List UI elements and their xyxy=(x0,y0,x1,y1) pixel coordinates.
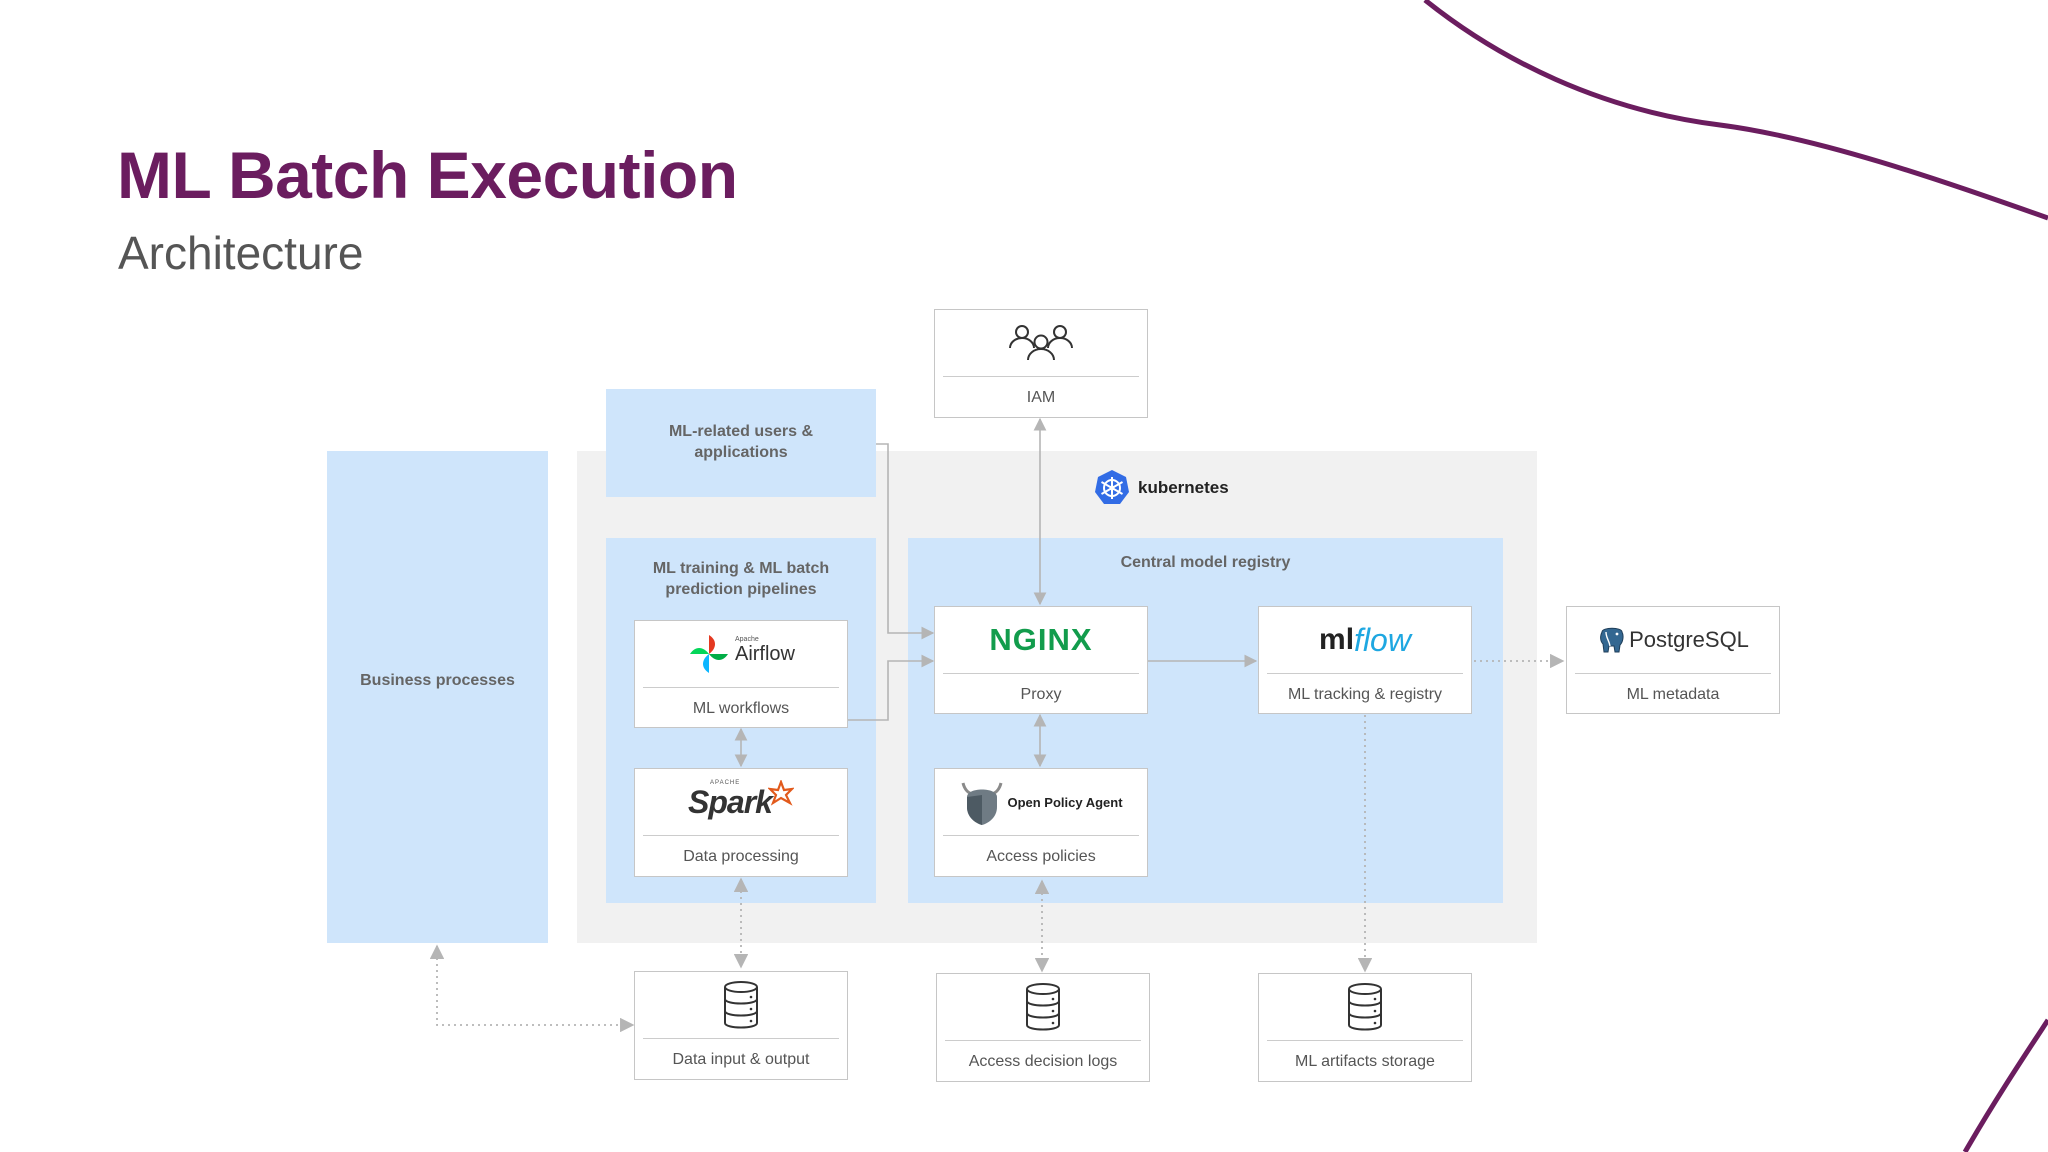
iam-divider xyxy=(943,376,1139,377)
airflow-logo: Apache Airflow xyxy=(635,621,847,687)
artifacts-caption: ML artifacts storage xyxy=(1295,1053,1435,1070)
access-logs-node: Access decision logs xyxy=(936,973,1150,1082)
postgres-divider xyxy=(1575,673,1771,674)
mlflow-caption: ML tracking & registry xyxy=(1287,686,1443,703)
spark-star-icon xyxy=(767,780,794,806)
opa-viking-icon xyxy=(961,782,1003,825)
mlflow-logo-ml: ml xyxy=(1319,623,1355,656)
mlflow-logo: ml flow xyxy=(1259,607,1471,673)
database-icon xyxy=(724,981,758,1029)
postgres-node: PostgreSQL ML metadata xyxy=(1566,606,1780,714)
nginx-divider xyxy=(943,673,1139,674)
business-processes-region: Business processes xyxy=(327,451,548,943)
data-io-logo xyxy=(635,972,847,1038)
database-icon xyxy=(1026,983,1060,1031)
access-logs-divider xyxy=(945,1040,1141,1041)
postgres-logo-text: PostgreSQL xyxy=(1629,627,1749,652)
spark-logo: APACHE Spark xyxy=(635,769,847,835)
spark-node: APACHE Spark Data processing xyxy=(634,768,848,877)
slide-title: ML Batch Execution xyxy=(117,138,738,212)
airflow-logo-text: Airflow xyxy=(734,642,795,665)
opa-divider xyxy=(943,835,1139,836)
spark-apache-label: APACHE xyxy=(710,779,741,786)
iam-caption: IAM xyxy=(1026,389,1056,406)
users-icon xyxy=(1009,325,1073,361)
spark-logo-text: Spark xyxy=(688,783,773,820)
iam-node: IAM xyxy=(934,309,1148,418)
artifacts-divider xyxy=(1267,1040,1463,1041)
business-processes-label: Business processes xyxy=(360,672,515,689)
kubernetes-label: kubernetes xyxy=(1138,478,1229,497)
nginx-caption: Proxy xyxy=(1020,686,1062,703)
airflow-divider xyxy=(643,687,839,688)
artifacts-logo xyxy=(1259,974,1471,1040)
data-io-caption: Data input & output xyxy=(672,1051,810,1068)
top-right-curve xyxy=(1423,0,2048,221)
spark-caption: Data processing xyxy=(683,848,799,865)
slide-subtitle: Architecture xyxy=(118,227,364,279)
ml-users-region: ML-related users & applications xyxy=(606,389,876,497)
airflow-node: Apache Airflow ML workflows xyxy=(634,620,848,728)
data-io-divider xyxy=(643,1038,839,1039)
airflow-apache-label: Apache xyxy=(734,635,759,643)
opa-logo-text: Open Policy Agent xyxy=(1007,794,1123,810)
opa-caption: Access policies xyxy=(986,848,1096,865)
database-icon xyxy=(1348,983,1382,1031)
airflow-caption: ML workflows xyxy=(692,700,790,717)
kubernetes-icon xyxy=(1095,470,1129,504)
ml-pipelines-label: ML training & ML batch prediction pipeli… xyxy=(652,560,830,598)
business-data-io-arrow xyxy=(429,944,635,1033)
data-io-node: Data input & output xyxy=(634,971,848,1080)
spark-divider xyxy=(643,835,839,836)
iam-logo xyxy=(935,310,1147,376)
users-nginx-arrow xyxy=(876,443,935,640)
kubernetes-logo: kubernetes xyxy=(1092,468,1229,508)
bottom-right-curve xyxy=(1962,1018,2048,1152)
postgres-caption: ML metadata xyxy=(1626,686,1720,703)
airflow-nginx-arrow xyxy=(848,654,935,721)
nginx-logo: NGINX xyxy=(935,607,1147,673)
access-logs-logo xyxy=(937,974,1149,1040)
ml-users-label: ML-related users & applications xyxy=(668,423,814,461)
airflow-pinwheel-icon xyxy=(689,635,728,673)
opa-node: Open Policy Agent Access policies xyxy=(934,768,1148,877)
artifacts-node: ML artifacts storage xyxy=(1258,973,1472,1082)
nginx-node: NGINX Proxy xyxy=(934,606,1148,714)
elephant-icon xyxy=(1600,627,1624,653)
central-registry-label: Central model registry xyxy=(1120,554,1291,571)
mlflow-divider xyxy=(1267,673,1463,674)
mlflow-node: ml flow ML tracking & registry xyxy=(1258,606,1472,714)
access-logs-caption: Access decision logs xyxy=(968,1053,1118,1070)
mlflow-logo-flow: flow xyxy=(1354,621,1411,658)
nginx-logo-text: NGINX xyxy=(989,622,1093,657)
opa-logo: Open Policy Agent xyxy=(935,769,1147,835)
postgres-logo: PostgreSQL xyxy=(1567,607,1779,673)
